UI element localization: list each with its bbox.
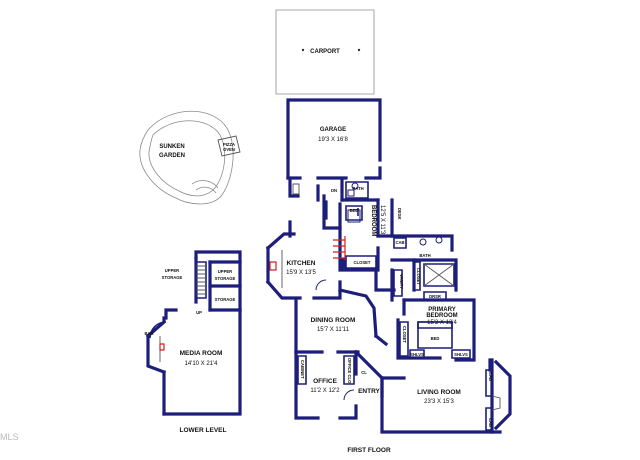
upper-storage-left-label-line1: UPPER <box>165 268 179 273</box>
living-room: LIVING ROOM 23'3 X 15'3 CAB CAB <box>380 358 512 434</box>
living-cabinet-label-bottom: CAB <box>488 418 493 427</box>
shelves-label-left: SHLVS <box>410 352 424 357</box>
primary-bedroom-dimensions: 15'2 X 13'4 <box>427 320 457 326</box>
pizza-oven: PIZZA OVEN <box>217 135 241 157</box>
office-closet-label: OFFICE CLO <box>347 358 352 384</box>
stair-down-label: DN <box>331 188 337 193</box>
kitchen-dimensions: 15'9 X 13'5 <box>286 270 316 276</box>
upper-storage-right-label-line2: STORAGE <box>215 276 236 281</box>
upper-closet-label: CLOSET <box>354 260 371 265</box>
lower-level-title: LOWER LEVEL <box>180 427 227 434</box>
primary-bath-label: BATH <box>419 253 430 258</box>
upper-storage-left-label-line2: STORAGE <box>162 275 183 280</box>
office-label: OFFICE <box>313 378 337 385</box>
shelves-label-right: SHLVS <box>454 352 468 357</box>
bar-label: BAR <box>144 331 153 336</box>
office: CABINET OFFICE CLO CL OFFICE 11'2 X 12'2… <box>294 349 384 420</box>
kitchen-label: KITCHEN <box>287 260 316 267</box>
stair-up-label: UP <box>196 310 202 315</box>
lower-level: UPPER STORAGE UPPER STORAGE STORAGE UP B… <box>144 250 242 416</box>
pizza-oven-label-line2: OVEN <box>223 147 235 152</box>
media-room-dimensions: 14'10 X 21'4 <box>185 361 219 367</box>
dresser-label: DRSR <box>429 294 441 299</box>
primary-bath: CAB BATH CLOSET VANITY DRSR <box>390 234 458 302</box>
garage-label: GARAGE <box>320 127 346 133</box>
primary-bedroom-closet-label: CLOSET <box>402 326 407 343</box>
carport: CARPORT <box>275 9 375 95</box>
bath-cabinet-label: CAB <box>395 240 404 245</box>
primary-bedroom-label-line2: BEDROOM <box>426 313 457 319</box>
sunken-garden: SUNKEN GARDEN <box>139 111 234 205</box>
cabinet-label: CABINET <box>300 360 305 379</box>
carport-label: CARPORT <box>310 49 340 55</box>
storage-label: STORAGE <box>215 297 236 302</box>
coat-closet-label: CL <box>361 370 367 375</box>
primary-closet-vertical-label: CLOSET <box>416 268 421 285</box>
living-room-label: LIVING ROOM <box>417 389 461 396</box>
office-dimensions: 11'2 X 12'2 <box>310 388 340 394</box>
pizza-oven-label-line1: PIZZA <box>223 142 235 147</box>
vanity-label: VANITY <box>399 274 404 289</box>
primary-bed-furniture-label: BED <box>431 336 440 341</box>
entry-label: ENTRY <box>358 388 380 395</box>
bedroom-label: BEDROOM <box>370 205 376 236</box>
sunken-garden-label-line2: GARDEN <box>159 153 185 159</box>
upper-bedroom-wing: DN BATH BED BEDROOM 12'5 X 11'3 DESK CLO… <box>288 178 402 272</box>
upper-bed-furniture-label: BED <box>350 208 359 213</box>
media-room-label: MEDIA ROOM <box>180 350 223 357</box>
dining-room-dimensions: 15'7 X 11'11 <box>317 327 350 333</box>
upper-bath-label: BATH <box>352 186 363 191</box>
sunken-garden-label-line1: SUNKEN <box>159 144 184 150</box>
garage-dimensions: 19'3 X 16'8 <box>318 137 348 143</box>
bedroom-dimensions: 12'5 X 11'3 <box>379 205 385 235</box>
desk-label: DESK <box>397 208 402 220</box>
first-floor-title: FIRST FLOOR <box>347 447 391 454</box>
dining-room: DINING ROOM 15'7 X 11'11 <box>294 288 389 354</box>
mls-watermark: MLS <box>0 432 19 442</box>
living-room-dimensions: 23'3 X 15'3 <box>424 399 454 405</box>
primary-bedroom-label-line1: PRIMARY <box>428 307 455 313</box>
kitchen: KITCHEN 15'9 X 13'5 <box>265 220 396 300</box>
garage: GARAGE 19'3 X 16'8 <box>286 98 382 180</box>
primary-bedroom: PRIMARY BEDROOM 15'2 X 13'4 BED CLOSET S… <box>396 298 476 362</box>
dining-room-label: DINING ROOM <box>311 317 356 324</box>
upper-storage-right-label-line1: UPPER <box>218 269 232 274</box>
living-cabinet-label-top: CAB <box>488 372 493 381</box>
